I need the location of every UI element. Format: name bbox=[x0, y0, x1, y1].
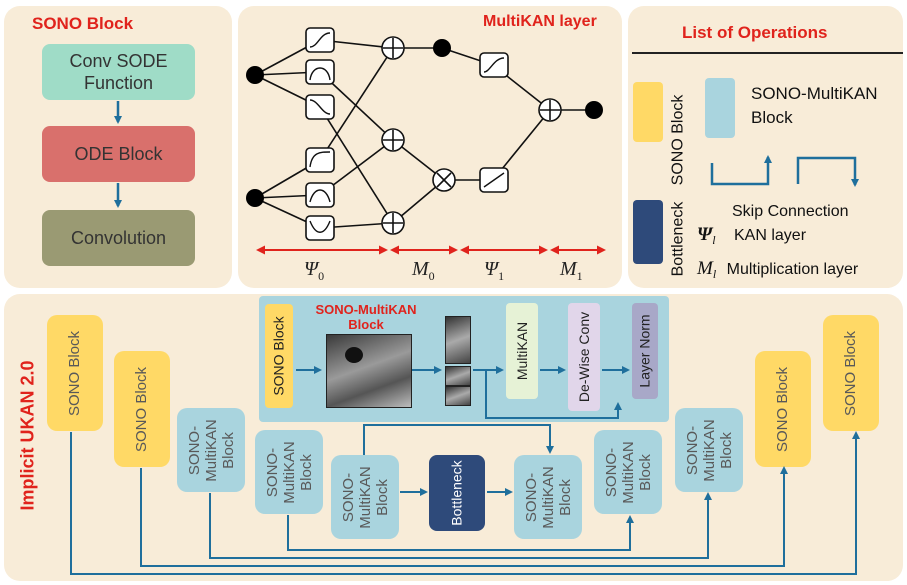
ultrasound-lesion bbox=[345, 347, 363, 363]
sono-multikan-block-decoder-4: SONO- MultiKAN Block bbox=[594, 430, 662, 514]
detail-dewise-conv: De-Wise Conv bbox=[568, 303, 600, 411]
convolution-box: Convolution bbox=[42, 210, 195, 266]
ode-block-label: ODE Block bbox=[74, 143, 163, 164]
sono-block-decoder-2: SONO Block bbox=[755, 351, 811, 467]
sono-multikan-block-encoder-3: SONO- MultiKAN Block bbox=[177, 408, 245, 492]
sono-multikan-block-encoder-4: SONO- MultiKAN Block bbox=[255, 430, 323, 514]
psi0-label: Ψ0 bbox=[304, 258, 325, 283]
sono-multikan-block-decoder-5: SONO- MultiKAN Block bbox=[514, 455, 582, 539]
sono-block-encoder-1: SONO Block bbox=[47, 315, 103, 431]
ode-block-box: ODE Block bbox=[42, 126, 195, 182]
detail-multikan: MultiKAN bbox=[506, 303, 538, 399]
multikan-title: MultiKAN layer bbox=[483, 13, 597, 30]
m0-label: M0 bbox=[412, 258, 435, 283]
sono-multikan-block-encoder-5: SONO- MultiKAN Block bbox=[331, 455, 399, 539]
multikan-dots bbox=[246, 39, 603, 207]
ultrasound-image-small-3 bbox=[445, 386, 471, 406]
adder-nodes bbox=[381, 36, 562, 235]
conv-sode-function-box: Conv SODE Function bbox=[42, 44, 195, 100]
skip-connection-label: Skip Connection bbox=[732, 203, 849, 220]
bottleneck-legend-swatch bbox=[633, 200, 663, 264]
sono-block-legend-swatch bbox=[633, 82, 663, 142]
architecture-flow-arrows bbox=[70, 366, 860, 575]
detail-sono-block: SONO Block bbox=[265, 304, 293, 408]
sono-multikan-legend-swatch bbox=[705, 78, 735, 138]
operations-divider bbox=[632, 52, 903, 54]
ultrasound-image-large bbox=[326, 334, 412, 408]
ultrasound-image-small-1 bbox=[445, 316, 471, 364]
multiplier-node bbox=[432, 168, 456, 192]
multikan-panel bbox=[238, 6, 622, 288]
kan-function-curves bbox=[309, 32, 505, 233]
bottleneck-block: Bottleneck bbox=[429, 455, 485, 531]
sono-block-decoder-1: SONO Block bbox=[823, 315, 879, 431]
detail-layer-norm: Layer Norm bbox=[632, 303, 658, 399]
conv-sode-function-label: Conv SODE Function bbox=[69, 51, 168, 93]
operations-title: List of Operations bbox=[682, 23, 828, 42]
sono-block-title: SONO Block bbox=[32, 14, 134, 33]
ultrasound-image-small-2 bbox=[445, 366, 471, 386]
convolution-label: Convolution bbox=[70, 227, 167, 248]
skip-connection-icons bbox=[710, 155, 859, 187]
sono-multikan-block-decoder-3: SONO- MultiKAN Block bbox=[675, 408, 743, 492]
mult-layer-legend: Ml Multiplication layer bbox=[697, 258, 859, 282]
detail-title: SONO-MultiKAN Block bbox=[315, 302, 417, 332]
sono-multikan-legend-label: SONO-MultiKAN Block bbox=[751, 84, 878, 127]
adder-plus-signs bbox=[383, 38, 560, 233]
sono-block-encoder-2: SONO Block bbox=[114, 351, 170, 467]
kan-layer-legend: Ψl KAN layer bbox=[697, 224, 807, 248]
m1-label: M1 bbox=[560, 258, 583, 283]
psi1-label: Ψ1 bbox=[484, 258, 505, 283]
